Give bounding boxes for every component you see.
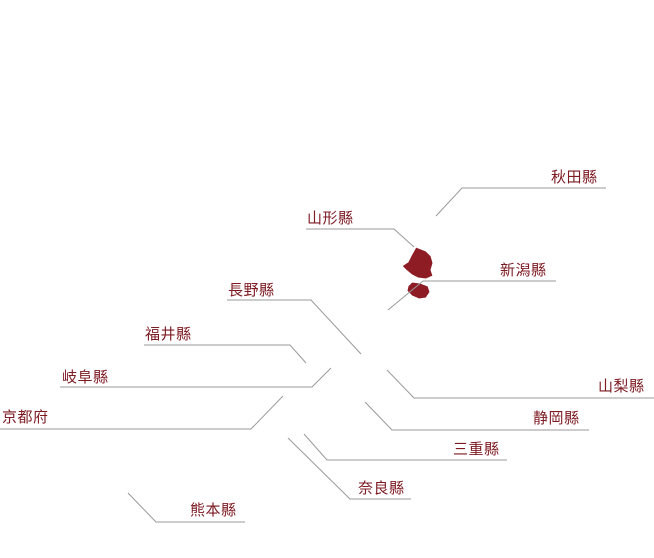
label-shizuoka[interactable]: 静岡縣: [533, 409, 580, 427]
label-gifu[interactable]: 岐阜縣: [62, 368, 109, 386]
leader-akita: [435, 187, 606, 217]
label-niigata[interactable]: 新潟縣: [500, 261, 547, 279]
label-nagano[interactable]: 長野縣: [228, 281, 275, 299]
leader-fukui: [144, 344, 307, 364]
leader-yamanashi: [386, 369, 654, 399]
label-akita[interactable]: 秋田縣: [551, 168, 598, 186]
label-nara[interactable]: 奈良縣: [358, 479, 405, 497]
label-fukui[interactable]: 福井縣: [145, 325, 192, 343]
leader-nagano: [227, 299, 362, 355]
label-yamanashi[interactable]: 山梨縣: [598, 377, 645, 395]
leader-kyoto: [0, 395, 284, 430]
label-kumamoto[interactable]: 熊本縣: [190, 501, 237, 519]
leader-gifu: [60, 367, 332, 388]
leader-nara: [287, 437, 411, 500]
leader-yamagata: [306, 228, 415, 248]
label-kyoto[interactable]: 京都府: [2, 408, 49, 426]
leader-kumamoto: [127, 492, 245, 523]
leader-niigata: [387, 280, 556, 311]
leader-mie: [303, 433, 507, 461]
region-niigata-fragment[interactable]: [406, 281, 431, 300]
leader-shizuoka: [364, 401, 589, 431]
region-yamagata[interactable]: [401, 246, 434, 280]
label-yamagata[interactable]: 山形縣: [307, 209, 354, 227]
label-mie[interactable]: 三重縣: [453, 440, 500, 458]
